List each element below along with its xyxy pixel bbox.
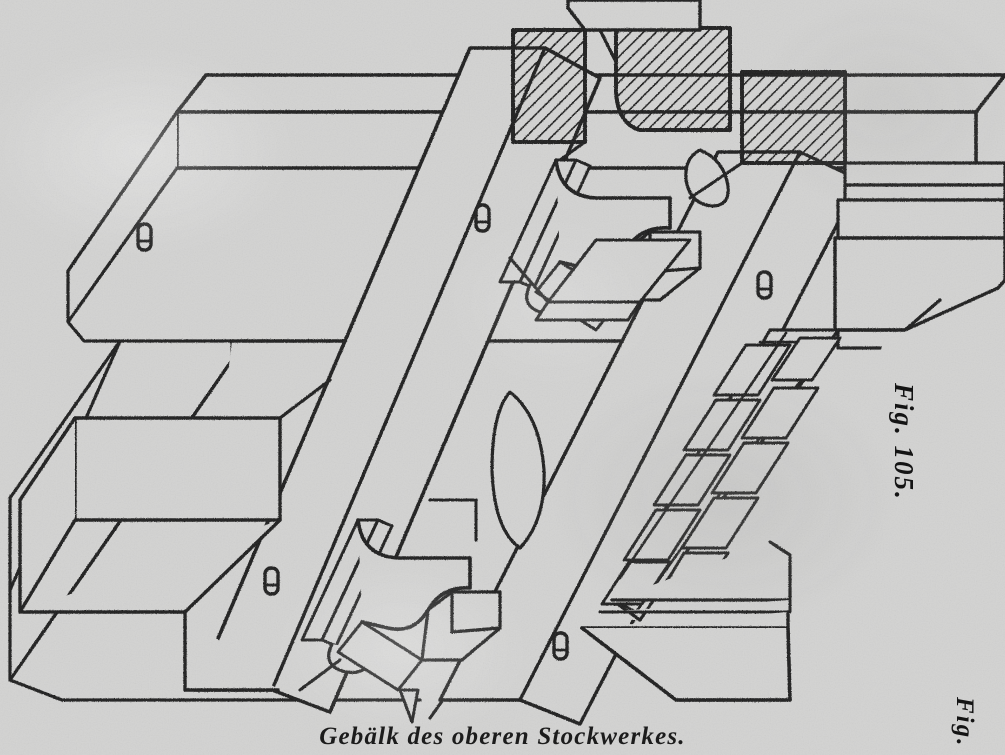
cut-section-right bbox=[740, 70, 847, 165]
peg-2 bbox=[474, 203, 491, 233]
figure-number-label-secondary: Fig. bbox=[951, 697, 978, 748]
figure-caption: Gebälk des oberen Stockwerkes. bbox=[319, 723, 686, 750]
cut-section-left bbox=[511, 28, 587, 144]
peg-5 bbox=[552, 631, 569, 661]
peg-4 bbox=[263, 566, 280, 596]
cut-section-center bbox=[614, 26, 732, 132]
peg-1 bbox=[136, 222, 153, 252]
peg-3 bbox=[756, 270, 773, 300]
figure-number-label: Fig. 105. bbox=[889, 383, 919, 501]
beam-right-layered bbox=[833, 161, 1005, 350]
